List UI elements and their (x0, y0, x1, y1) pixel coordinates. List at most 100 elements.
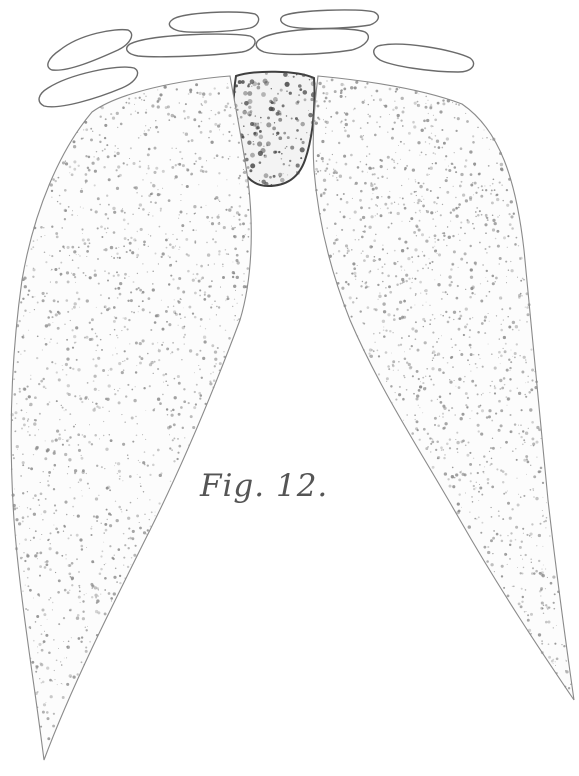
granule-dot (31, 661, 34, 664)
granule-dot (115, 317, 118, 320)
granule-dot (69, 609, 72, 612)
granule-dot (34, 554, 37, 557)
granule-dot (564, 686, 566, 688)
granule-dot (64, 429, 66, 431)
granule-dot (387, 365, 390, 368)
granule-dot (392, 360, 395, 363)
granule-dot (378, 258, 381, 261)
granule-dot (152, 288, 155, 291)
granule-dot (412, 261, 413, 262)
granule-dot (521, 601, 523, 603)
granule-dot (500, 469, 502, 471)
granule-dot (129, 249, 131, 251)
granule-dot (121, 511, 122, 512)
granule-dot (507, 247, 508, 248)
granule-dot (531, 421, 534, 424)
granule-dot (205, 403, 207, 405)
granule-dot (454, 117, 456, 119)
granule-dot (298, 84, 302, 88)
granule-dot (126, 102, 128, 104)
granule-dot (323, 192, 326, 195)
granule-dot (499, 182, 501, 184)
granule-dot (182, 291, 185, 294)
granule-dot (541, 438, 542, 439)
granule-dot (508, 178, 511, 181)
granule-dot (71, 562, 74, 565)
granule-dot (33, 422, 36, 425)
granule-dot (278, 118, 282, 122)
granule-dot (446, 137, 449, 140)
granule-dot (37, 558, 38, 559)
granule-dot (68, 466, 69, 467)
granule-dot (151, 104, 154, 107)
granule-dot (450, 212, 452, 214)
granule-dot (464, 325, 467, 328)
granule-dot (70, 534, 72, 536)
granule-dot (238, 177, 240, 179)
granule-dot (482, 189, 484, 191)
granule-dot (387, 169, 388, 170)
granule-dot (39, 575, 41, 577)
granule-dot (364, 100, 365, 101)
granule-dot (201, 103, 202, 104)
granule-dot (323, 100, 325, 102)
granule-dot (69, 367, 71, 369)
granule-dot (490, 185, 491, 186)
granule-dot (143, 241, 146, 244)
granule-dot (219, 201, 220, 202)
granule-dot (43, 471, 44, 472)
granule-dot (111, 557, 113, 559)
granule-dot (66, 374, 68, 376)
granule-dot (171, 166, 174, 169)
granule-dot (78, 165, 80, 167)
granule-dot (514, 243, 517, 246)
granule-dot (430, 190, 432, 192)
granule-dot (397, 261, 398, 262)
granule-dot (507, 316, 508, 317)
granule-dot (174, 299, 175, 300)
granule-dot (136, 257, 137, 258)
granule-dot (103, 435, 104, 436)
granule-dot (545, 520, 547, 522)
granule-dot (178, 301, 181, 304)
granule-dot (98, 390, 99, 391)
granule-dot (523, 439, 525, 441)
granule-dot (50, 695, 53, 698)
granule-dot (23, 315, 24, 316)
granule-dot (70, 487, 71, 488)
granule-dot (90, 583, 93, 586)
granule-dot (320, 153, 321, 154)
granule-dot (115, 462, 117, 464)
granule-dot (525, 382, 526, 383)
granule-dot (13, 457, 15, 459)
granule-dot (38, 383, 40, 385)
granule-dot (456, 297, 459, 300)
granule-dot (176, 148, 177, 149)
granule-dot (261, 122, 262, 123)
granule-dot (351, 316, 353, 318)
granule-dot (235, 259, 238, 262)
granule-dot (222, 264, 224, 266)
granule-dot (391, 137, 394, 140)
granule-dot (76, 617, 79, 620)
granule-dot (47, 539, 49, 541)
granule-dot (375, 204, 377, 206)
granule-dot (485, 277, 486, 278)
granule-dot (77, 215, 78, 216)
granule-dot (198, 392, 201, 395)
granule-dot (46, 293, 48, 295)
granule-dot (409, 366, 412, 369)
granule-dot (37, 707, 38, 708)
granule-dot (449, 379, 450, 380)
granule-dot (527, 461, 530, 464)
granule-dot (255, 115, 256, 116)
granule-dot (193, 118, 196, 121)
granule-dot (491, 189, 493, 191)
granule-dot (352, 198, 353, 199)
granule-dot (22, 464, 24, 466)
granule-dot (60, 275, 61, 276)
granule-dot (462, 473, 465, 476)
granule-dot (422, 305, 423, 306)
granule-dot (449, 316, 451, 318)
granule-dot (480, 300, 483, 303)
